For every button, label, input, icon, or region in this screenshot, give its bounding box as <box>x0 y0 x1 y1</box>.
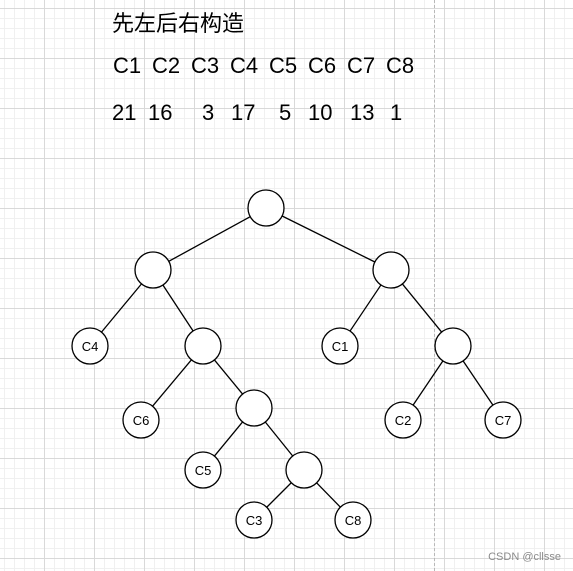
tree-node-c3: C3 <box>235 501 273 539</box>
label-c6: C6 <box>308 53 337 78</box>
tree-node-right <box>372 251 410 289</box>
tree-node-c7: C7 <box>484 401 522 439</box>
value-c3: 3 <box>202 100 215 125</box>
tree-edge-mid-c6 <box>152 359 192 407</box>
node-circle <box>134 251 172 289</box>
node-circle <box>334 501 372 539</box>
tree-node-r2 <box>434 327 472 365</box>
label-c4: C4 <box>230 53 259 78</box>
tree-edge-right-r2 <box>401 283 443 333</box>
node-circle <box>235 501 273 539</box>
node-circle <box>321 327 359 365</box>
tree-edge-root-right <box>281 215 376 263</box>
node-label: C8 <box>345 513 362 528</box>
tree-edge-r2-c2 <box>412 360 444 406</box>
node-circle <box>285 451 323 489</box>
tree-node-root <box>247 189 285 227</box>
value-c4: 17 <box>231 100 256 125</box>
tree-edge-mid3-c3 <box>266 482 292 508</box>
label-c7: C7 <box>347 53 376 78</box>
value-c2: 16 <box>148 100 173 125</box>
node-circle <box>484 401 522 439</box>
tree-edge-mid2-mid3 <box>264 421 294 457</box>
node-circle <box>384 401 422 439</box>
label-c5: C5 <box>269 53 298 78</box>
label-c1: C1 <box>113 53 142 78</box>
tree-edge-mid3-c8 <box>316 482 341 508</box>
tree-node-c1: C1 <box>321 327 359 365</box>
value-c6: 10 <box>308 100 333 125</box>
tree-node-c6: C6 <box>122 401 160 439</box>
node-circle <box>372 251 410 289</box>
node-label: C1 <box>332 339 349 354</box>
value-c8: 1 <box>390 100 403 125</box>
tree-edge-right-c1 <box>349 284 382 332</box>
node-circle <box>235 389 273 427</box>
node-label: C5 <box>195 463 212 478</box>
node-circle <box>184 451 222 489</box>
node-circle <box>247 189 285 227</box>
tree-edge-r2-c7 <box>462 360 494 406</box>
dashed-guide-line <box>434 0 435 571</box>
node-circle <box>122 401 160 439</box>
node-circle <box>434 327 472 365</box>
tree-node-c8: C8 <box>334 501 372 539</box>
tree-node-c5: C5 <box>184 451 222 489</box>
tree-node-c4: C4 <box>71 327 109 365</box>
tree-edge-mid2-c5 <box>213 421 244 457</box>
value-c7: 13 <box>350 100 375 125</box>
value-c5: 5 <box>279 100 292 125</box>
tree-edge-mid-mid2 <box>213 359 244 395</box>
tree-node-mid3 <box>285 451 323 489</box>
tree-node-left <box>134 251 172 289</box>
tree-node-mid2 <box>235 389 273 427</box>
node-label: C4 <box>82 339 99 354</box>
node-label: C3 <box>246 513 263 528</box>
value-c1: 21 <box>112 100 137 125</box>
node-label: C2 <box>395 413 412 428</box>
page-title: 先左后右构造 <box>112 12 245 37</box>
tree-edges <box>100 215 494 508</box>
label-c2: C2 <box>152 53 181 78</box>
node-circle <box>71 327 109 365</box>
tree-edge-root-left <box>168 216 251 262</box>
node-label: C6 <box>133 413 150 428</box>
node-circle <box>184 327 222 365</box>
watermark: CSDN @cllsse <box>488 551 561 563</box>
tree-edge-left-mid <box>162 284 194 332</box>
label-c8: C8 <box>386 53 415 78</box>
label-c3: C3 <box>191 53 220 78</box>
tree-node-mid <box>184 327 222 365</box>
tree-node-c2: C2 <box>384 401 422 439</box>
node-label: C7 <box>495 413 512 428</box>
tree-edge-left-c4 <box>100 283 143 333</box>
